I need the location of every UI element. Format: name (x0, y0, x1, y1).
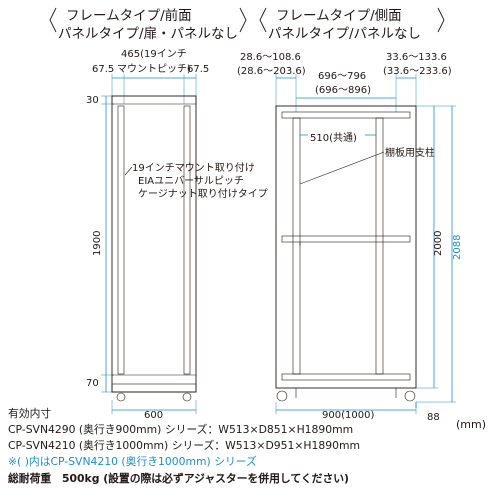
side-shelf-label: 棚板用支柱 (385, 146, 435, 159)
front-heading-bracket-right (239, 7, 247, 33)
side-shared-label: 510(共通) (310, 132, 357, 144)
front-top-dim-center: 465(19インチ (121, 48, 187, 60)
side-dim-right-1: 33.6～133.6 (386, 52, 447, 63)
side-view: フレームタイプ/側面 パネルタイプ/パネルなし 28.6～108.6 (28.6… (237, 7, 486, 431)
side-dim-left-2: (28.6～203.6) (237, 66, 306, 77)
front-top-dim-center-2: マウントピッチ) (117, 63, 191, 75)
side-dim-right-2: (33.6～233.6) (383, 66, 452, 77)
side-caster-dim: 88 (427, 412, 440, 423)
footer-line-3: CP-SVN4210 (奥行き1000mm) シリーズ：W513×D951×H1… (8, 439, 361, 452)
front-view: フレームタイプ/前面 パネルタイプ/扉・パネルなし 465(19インチ マウント… (49, 7, 268, 421)
side-height-inner: 2000 (433, 231, 444, 256)
front-left-top-dim: 30 (86, 95, 99, 106)
front-rail-left (117, 105, 125, 375)
side-dim-center-1: 696～796 (318, 71, 366, 82)
front-callout-leader (124, 166, 133, 176)
front-heading-line1: フレームタイプ/前面 (66, 7, 192, 24)
front-rail-right (183, 105, 191, 375)
front-heading-line2: パネルタイプ/扉・パネルなし (58, 26, 238, 42)
side-heading-bracket-left (259, 7, 267, 33)
footer-line-1: 有効内寸 (8, 407, 52, 420)
side-shelf (281, 235, 411, 243)
side-dim-center-2: (696～896) (315, 85, 371, 96)
footer-line-5: 総耐荷重 500kg (設置の際は必ずアジャスターを併用してください) (8, 472, 349, 485)
side-heading-line1: フレームタイプ/側面 (276, 8, 402, 24)
front-heading-bracket-left (49, 7, 57, 33)
side-bottom-width: 900(1000) (322, 410, 374, 421)
side-caster-left (276, 390, 288, 402)
footer-line-2: CP-SVN4290 (奥行き900mm) シリーズ：W513×D851×H18… (8, 423, 354, 436)
side-cabinet-outline (275, 105, 417, 389)
side-heading-line2: パネルタイプ/パネルなし (268, 26, 421, 42)
side-heading-bracket-right (437, 7, 445, 33)
side-post-rear (375, 117, 384, 375)
front-callout-3: ケージナット取り付けタイプ (138, 187, 268, 200)
side-post-front (292, 117, 301, 375)
side-height-total: 2088 (452, 235, 463, 260)
front-left-bottom-dim: 70 (86, 378, 99, 389)
front-caster-right (182, 392, 192, 402)
side-shelf-leader (299, 151, 385, 185)
unit-label: (mm) (456, 418, 486, 431)
front-cabinet-outline (111, 95, 197, 393)
side-dim-left-1: 28.6～108.6 (240, 52, 301, 63)
footer-line-4: ※( )内はCP-SVN4210 (奥行き1000mm) シリーズ (8, 455, 257, 468)
front-callout-2: EIAユニバーサルピッチ (138, 175, 244, 187)
side-caster-right (404, 390, 416, 402)
front-bottom-width: 600 (144, 410, 163, 421)
front-top-dim-right: 67.5 (187, 64, 209, 75)
front-left-height-dim: 1900 (92, 231, 103, 256)
front-caster-left (116, 392, 126, 402)
front-callout-1: 19インチマウント取り付け (132, 161, 255, 174)
front-top-dim-left: 67.5 (92, 64, 114, 75)
